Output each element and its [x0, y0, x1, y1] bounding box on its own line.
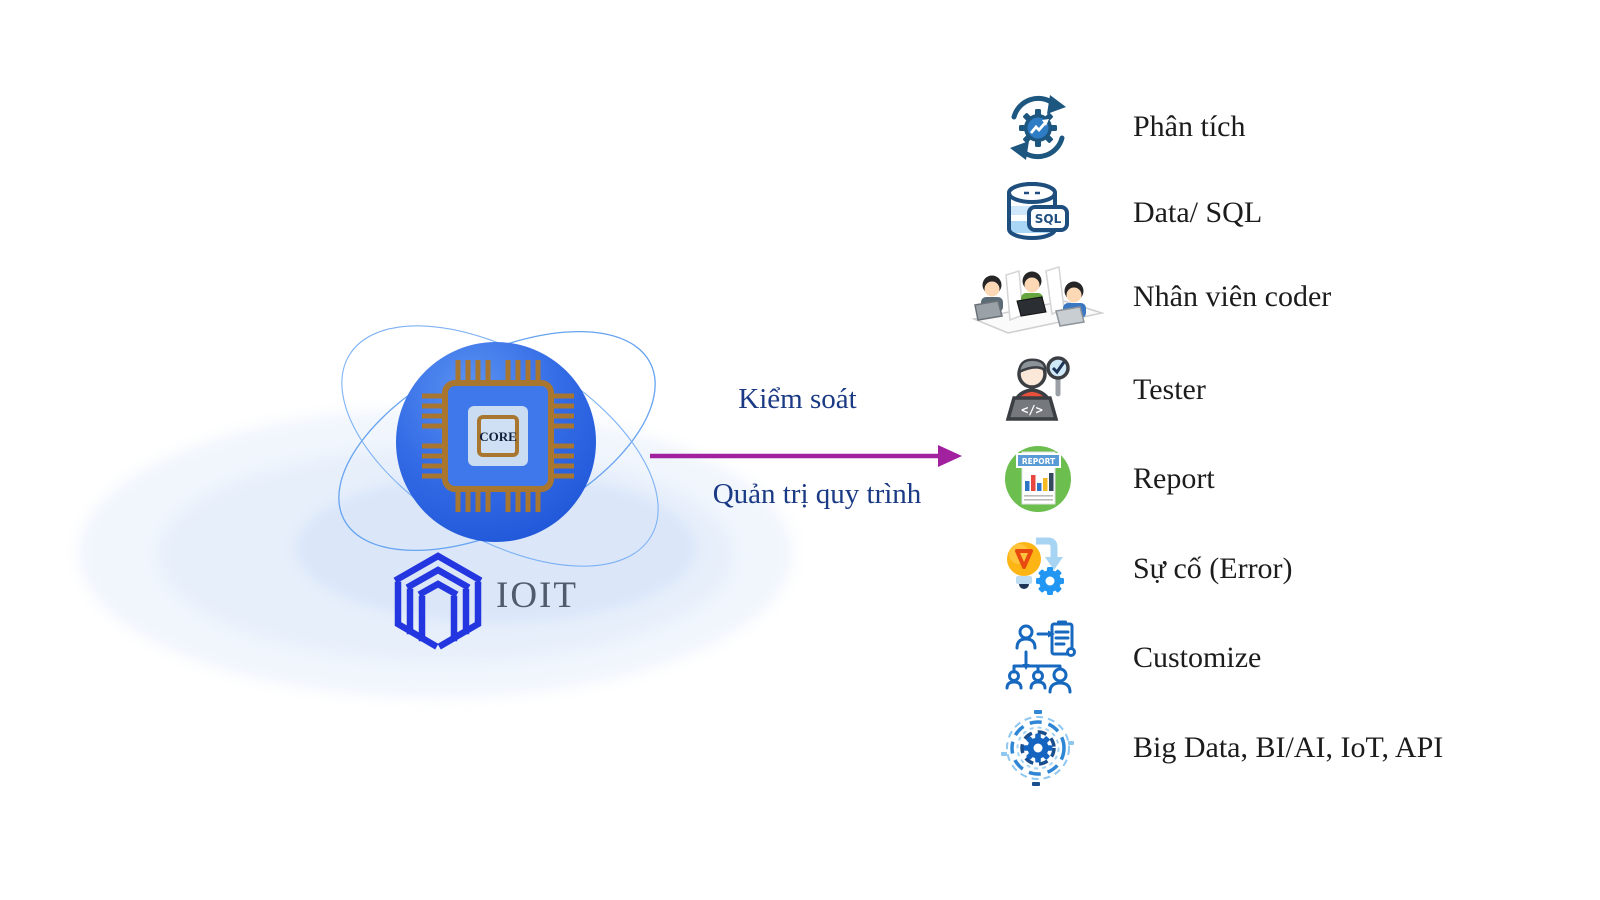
feature-label: Sự cố (Error) — [1133, 552, 1293, 585]
flow-label-bottom: Quản trị quy trình — [712, 478, 922, 510]
flow-arrow — [650, 445, 962, 467]
feature-label: Data/ SQL — [1133, 196, 1263, 229]
feature-label: Customize — [1133, 641, 1262, 674]
feature-label: Phân tích — [1133, 110, 1246, 143]
feature-row: Customize — [960, 616, 1540, 700]
feature-label: Report — [1133, 462, 1215, 495]
code-glyph: </> — [1021, 403, 1043, 417]
coder-team-icon — [960, 255, 1116, 339]
feature-row: Sự cố (Error) — [960, 527, 1540, 611]
error-process-icon — [960, 527, 1116, 611]
brand-name: IOIT — [496, 575, 578, 616]
chip-core-label: CORE — [479, 429, 517, 444]
tester-icon: </> — [960, 348, 1116, 432]
flow-label-top: Kiểm soát — [738, 383, 857, 415]
feature-label: Nhân viên coder — [1133, 280, 1332, 313]
feature-row: Phân tích — [960, 85, 1540, 169]
feature-row: Big Data, BI/AI, IoT, API — [960, 706, 1540, 790]
report-icon: REPORT — [960, 437, 1116, 521]
feature-row: SQL Data/ SQL — [960, 171, 1540, 255]
feature-row: </> Tester — [960, 348, 1540, 432]
feature-row: REPORT Report — [960, 437, 1540, 521]
customize-icon — [960, 616, 1116, 700]
ioit-logo-icon — [393, 552, 483, 650]
cpu-chip-icon: CORE — [422, 360, 574, 512]
database-sql-icon: SQL — [960, 171, 1116, 255]
bigdata-icon — [960, 706, 1116, 790]
report-badge-label: REPORT — [1022, 457, 1056, 466]
feature-label: Tester — [1133, 373, 1206, 406]
feature-row: Nhân viên coder — [960, 255, 1540, 339]
feature-label: Big Data, BI/AI, IoT, API — [1133, 731, 1444, 764]
analytics-cycle-icon — [960, 85, 1116, 169]
sql-badge-label: SQL — [1035, 212, 1062, 226]
